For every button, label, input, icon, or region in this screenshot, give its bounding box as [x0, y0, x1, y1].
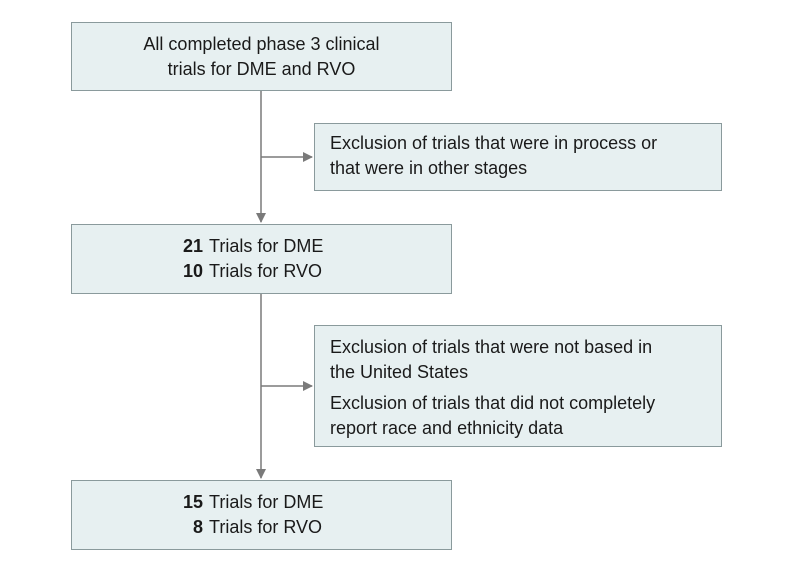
exclusion-2-item-1: Exclusion of trials that were not based …: [330, 335, 713, 385]
exclusion-2-item-2: Exclusion of trials that did not complet…: [330, 391, 713, 441]
stage2-dme-count: 21: [182, 236, 203, 256]
final-row-rvo: 8 Trials for RVO: [72, 515, 451, 540]
final-row-dme: 15 Trials for DME: [72, 490, 451, 515]
final-rvo-label: Trials for RVO: [209, 517, 323, 537]
final-rvo-count: 8: [192, 517, 203, 537]
start-line-2: trials for DME and RVO: [167, 59, 356, 79]
exclusion-2-item-2-line-1: Exclusion of trials that did not complet…: [330, 393, 656, 413]
exclusion-1-line-1: Exclusion of trials that were in process…: [330, 133, 658, 153]
start-line-1: All completed phase 3 clinical: [143, 34, 380, 54]
exclusion-2-item-1-line-1: Exclusion of trials that were not based …: [330, 337, 653, 357]
stage2-box: 21 Trials for DME 10 Trials for RVO: [71, 224, 452, 294]
final-dme-count: 15: [182, 492, 203, 512]
stage2-dme-label: Trials for DME: [209, 236, 324, 256]
stage2-row-rvo: 10 Trials for RVO: [72, 259, 451, 284]
stage2-rvo-label: Trials for RVO: [209, 261, 323, 281]
final-box: 15 Trials for DME 8 Trials for RVO: [71, 480, 452, 550]
exclusion-2-item-1-line-2: the United States: [330, 362, 469, 382]
exclusion-box-2: Exclusion of trials that were not based …: [314, 325, 722, 447]
exclusion-1-line-2: that were in other stages: [330, 158, 528, 178]
exclusion-2-item-2-line-2: report race and ethnicity data: [330, 418, 564, 438]
start-box: All completed phase 3 clinical trials fo…: [71, 22, 452, 91]
final-dme-label: Trials for DME: [209, 492, 324, 512]
exclusion-box-1: Exclusion of trials that were in process…: [314, 123, 722, 191]
stage2-rvo-count: 10: [182, 261, 203, 281]
stage2-row-dme: 21 Trials for DME: [72, 234, 451, 259]
